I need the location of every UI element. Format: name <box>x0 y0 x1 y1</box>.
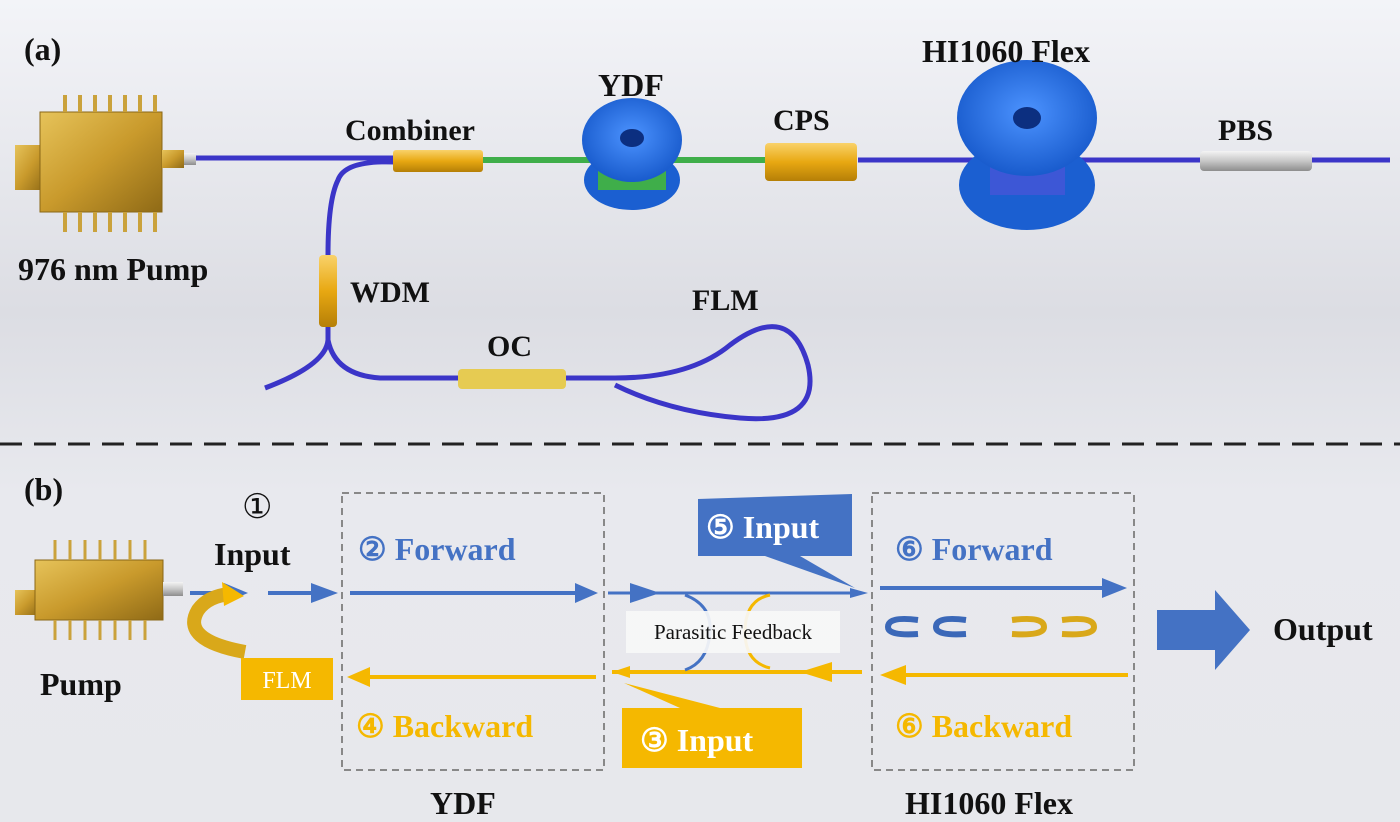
flex-backward-label: ⑥ Backward <box>895 708 1072 744</box>
middle-forward-arrow <box>608 583 868 603</box>
hi1060-spool <box>957 60 1097 230</box>
ydf-forward-label: ② Forward <box>358 531 516 567</box>
ydf-backward-arrowhead <box>347 667 370 687</box>
ydf-box <box>341 492 605 771</box>
step1-label: Input <box>214 536 291 572</box>
flex-scatter-gold-icons <box>1011 615 1098 638</box>
input3-callout <box>622 683 802 768</box>
pbs-component <box>1200 151 1312 171</box>
cps-label: CPS <box>773 104 830 137</box>
output-label: Output <box>1273 611 1373 647</box>
oc-component <box>458 369 566 389</box>
panel-a-tag: (a) <box>24 31 61 67</box>
flm-feedback-arrow <box>187 587 247 659</box>
wdm-component <box>319 255 337 327</box>
combiner-label: Combiner <box>345 114 475 147</box>
flex-backward-arrowhead <box>880 665 906 685</box>
combiner-component <box>393 150 483 172</box>
ydf-label-a: YDF <box>598 67 664 103</box>
ydf-caption: YDF <box>430 785 496 821</box>
oc-label: OC <box>487 330 532 363</box>
input5-label: ⑤ Input <box>706 509 820 545</box>
flex-forward-arrowhead <box>1102 578 1127 598</box>
input3-label: ③ Input <box>640 722 754 758</box>
flex-box <box>871 492 1135 771</box>
wdm-branch-fiber <box>264 159 813 422</box>
flex-scatter-blue-icons <box>884 615 967 638</box>
flex-forward-label: ⑥ Forward <box>895 531 1053 567</box>
cps-component <box>765 143 857 181</box>
panel-b-tag: (b) <box>24 471 63 507</box>
parasitic-label: Parasitic Feedback <box>654 620 813 644</box>
pump-module-a <box>15 95 196 232</box>
pump-module-b <box>15 540 183 640</box>
pump-label-b: Pump <box>40 666 122 702</box>
flm-label-a: FLM <box>692 284 759 317</box>
ydf-forward-arrowhead <box>575 583 598 603</box>
output-arrow <box>1157 590 1250 670</box>
wdm-label: WDM <box>350 276 430 309</box>
flm-box <box>241 658 333 700</box>
pbs-label: PBS <box>1218 114 1273 147</box>
step1-number: ① <box>242 487 272 527</box>
flm-box-label: FLM <box>262 668 311 694</box>
input5-callout <box>698 494 855 588</box>
parasitic-box <box>626 611 840 653</box>
middle-backward-arrow <box>612 662 862 682</box>
ydf-backward-label: ④ Backward <box>356 708 533 744</box>
ydf-spool <box>582 98 682 210</box>
flex-caption: HI1060 Flex <box>905 785 1073 821</box>
hi1060-label-a: HI1060 Flex <box>922 33 1090 69</box>
pump-label-a: 976 nm Pump <box>18 251 208 287</box>
flm-feedback-arrowhead <box>222 582 244 606</box>
